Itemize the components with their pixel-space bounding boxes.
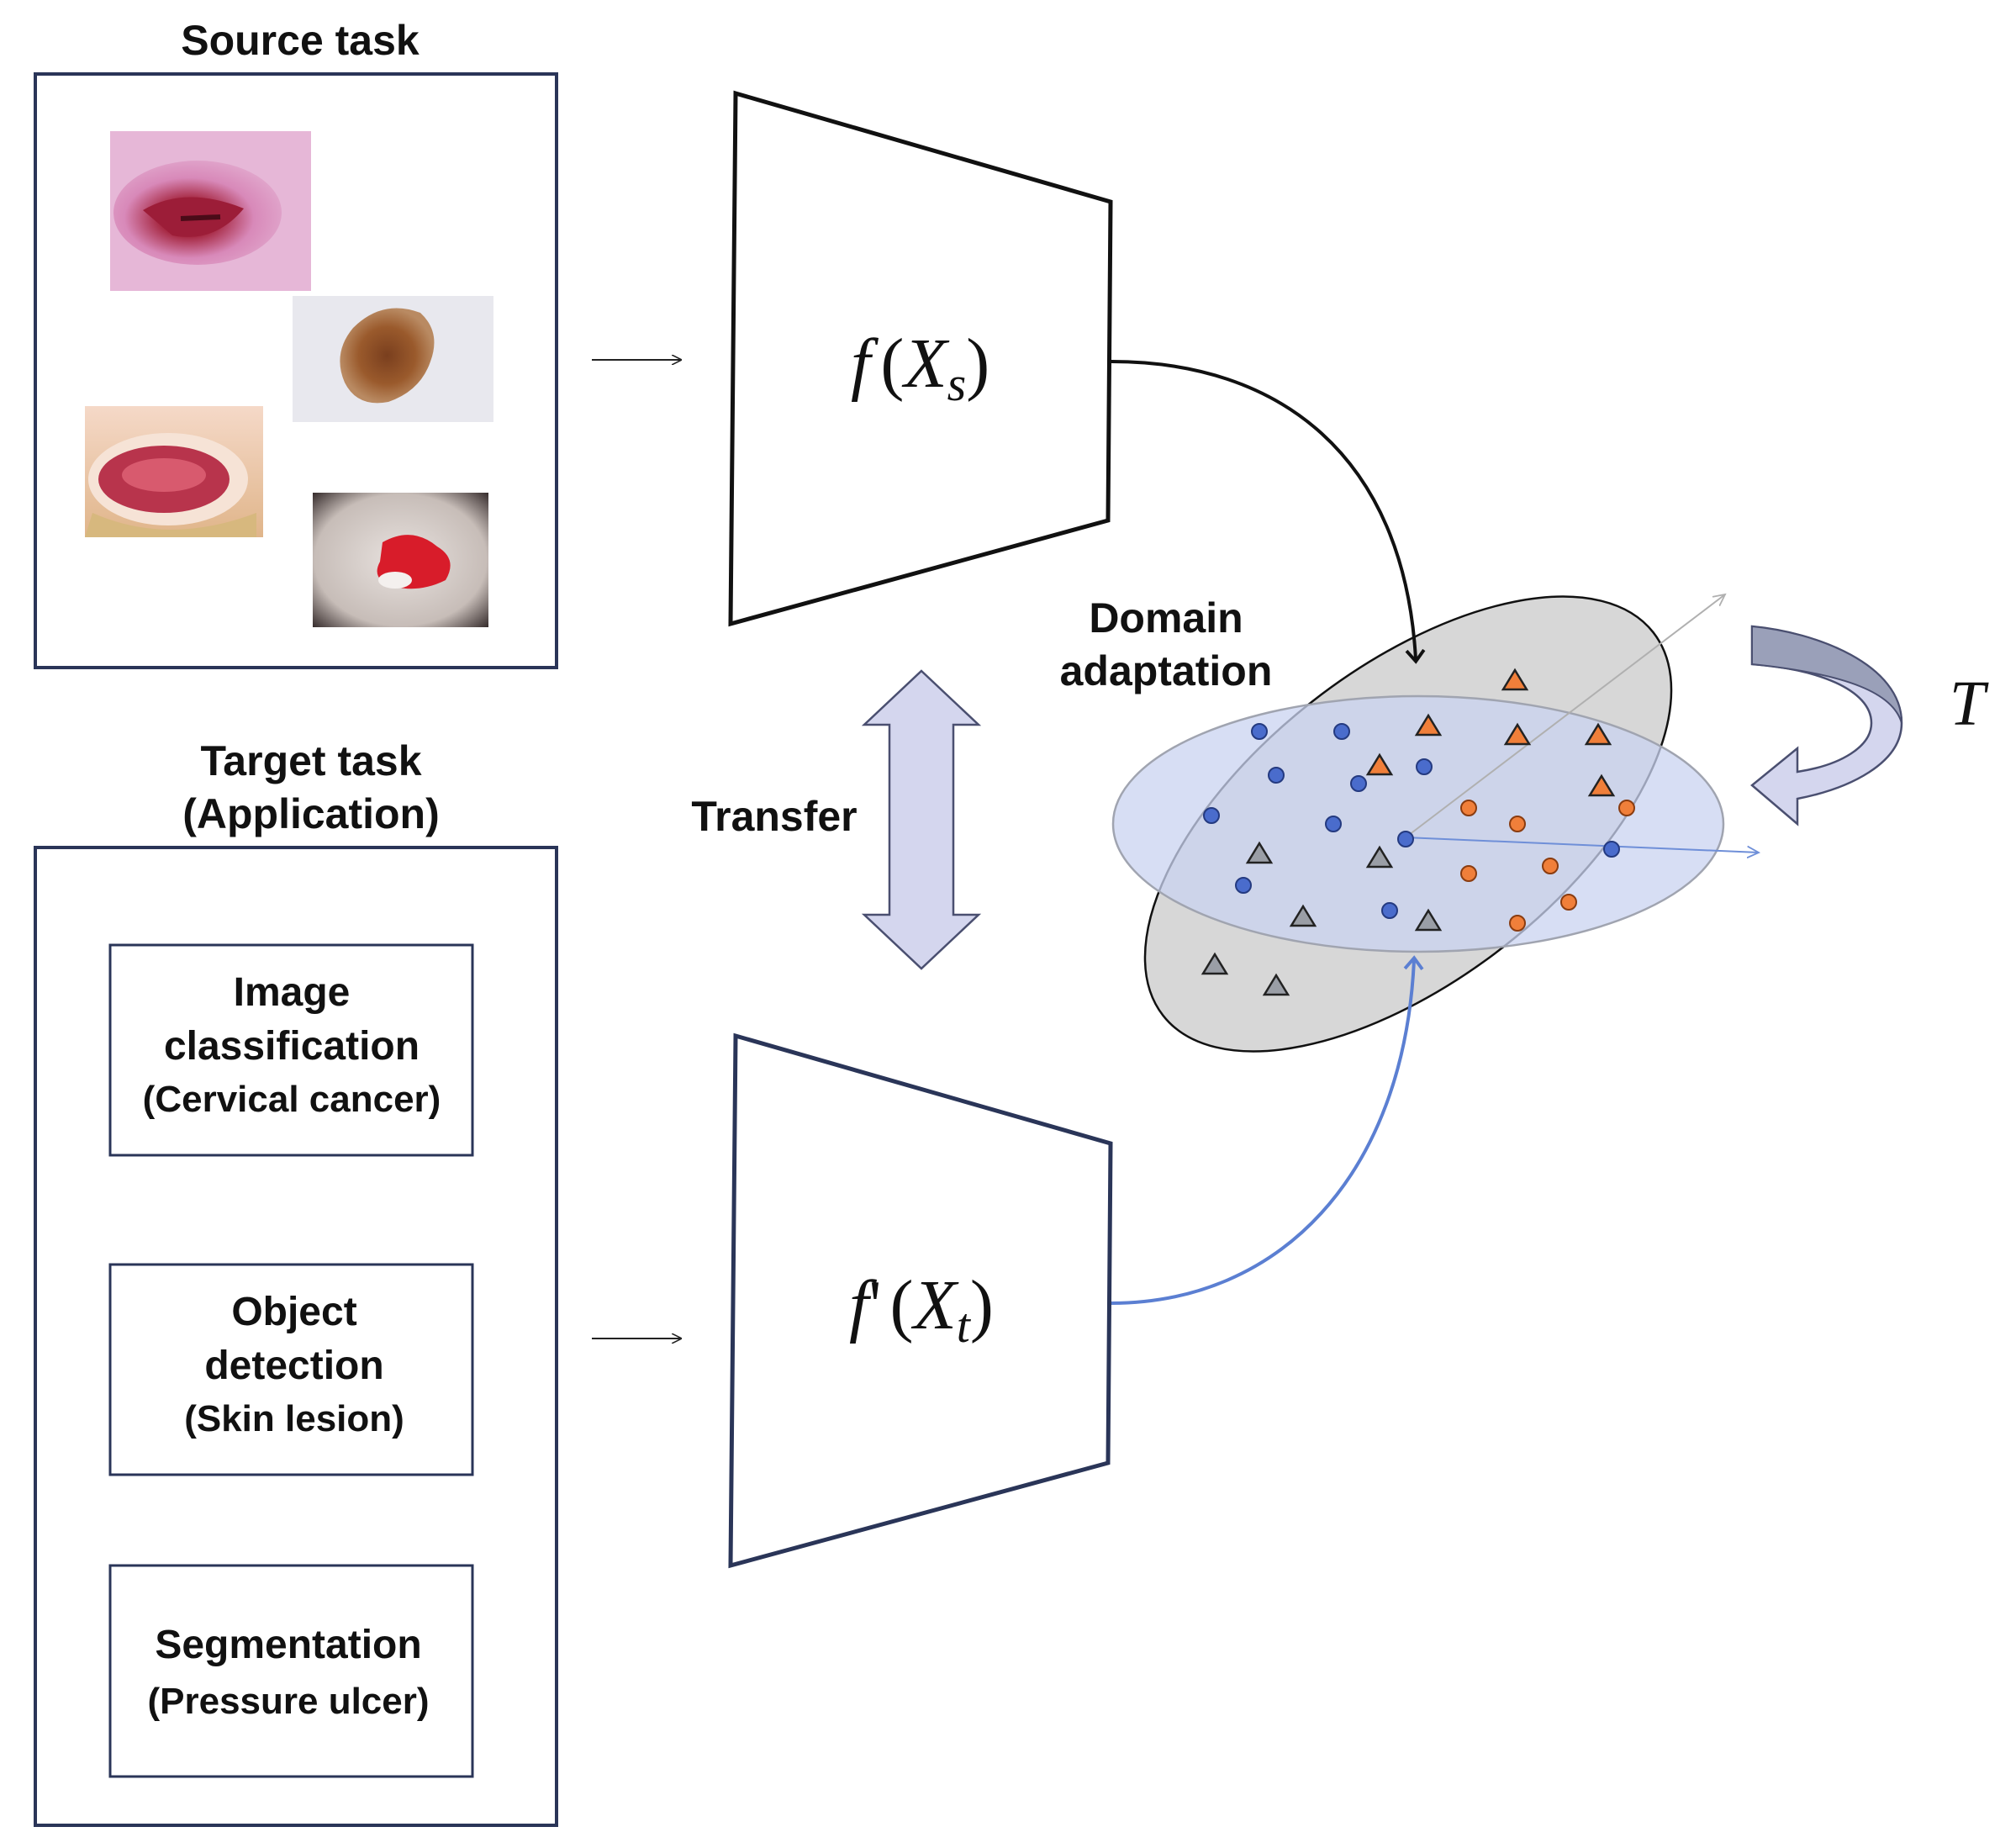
target-model-sub: t <box>957 1298 972 1353</box>
orange-point <box>1560 894 1577 911</box>
transfer-arrow <box>861 669 982 970</box>
orange-point <box>1460 800 1477 816</box>
source-model-var: X <box>901 325 950 403</box>
orange-point <box>1509 915 1526 932</box>
orange-triangle <box>1501 668 1529 691</box>
blue-point <box>1251 723 1268 740</box>
orange-triangles <box>1365 668 1616 797</box>
target-model <box>728 1032 1113 1569</box>
orange-triangle <box>1584 722 1612 746</box>
gray-triangles <box>1201 841 1443 996</box>
target-feature-arrow <box>1111 955 1424 1305</box>
source-task-panel <box>34 72 558 669</box>
task-box-classification-line1: Image <box>234 970 351 1015</box>
source-task-title: Source task <box>181 17 420 64</box>
task-box-detection: Object detection (Skin lesion) <box>108 1263 474 1476</box>
domain-adaptation-label-line2: adaptation <box>1060 647 1273 694</box>
blue-point <box>1397 831 1414 847</box>
orange-points <box>1460 800 1635 932</box>
orange-triangle <box>1587 774 1616 797</box>
transfer-label: Transfer <box>691 793 857 840</box>
task-box-segmentation-line1: Segmentation <box>155 1623 421 1667</box>
source-model <box>728 90 1113 627</box>
blue-point <box>1416 758 1433 775</box>
source-model-close: ) <box>966 325 989 403</box>
orange-point <box>1460 865 1477 882</box>
target-task-title: Target task <box>200 737 421 784</box>
blue-point <box>1381 902 1398 919</box>
gray-triangle <box>1245 841 1274 864</box>
task-box-detection-line2: detection <box>204 1344 383 1388</box>
target-domain-ellipse <box>1111 694 1725 953</box>
source-model-sub: s <box>947 356 967 411</box>
target-model-var: X <box>910 1266 959 1344</box>
gray-triangle <box>1365 845 1394 869</box>
blue-points <box>1203 723 1620 919</box>
blue-point <box>1333 723 1350 740</box>
rotation-arrow-shade <box>1751 625 1902 724</box>
pressure-ulcer-image <box>85 406 263 537</box>
orange-triangle <box>1503 722 1532 746</box>
target-task-panel <box>34 846 558 1827</box>
wound-image <box>313 493 488 627</box>
blue-point <box>1203 807 1220 824</box>
target-model-formula: f'(Xt) <box>849 1266 994 1353</box>
feature-axis-gray <box>1405 594 1725 838</box>
orange-point <box>1618 800 1635 816</box>
source-feature-arrow <box>1111 360 1426 664</box>
orange-triangle <box>1365 752 1394 776</box>
blue-point <box>1325 816 1342 832</box>
gray-triangle <box>1201 952 1229 975</box>
gray-triangle <box>1262 973 1290 996</box>
gray-triangle <box>1289 904 1317 927</box>
target-model-close: ) <box>970 1266 994 1344</box>
task-box-classification-line3: (Cervical cancer) <box>143 1079 441 1120</box>
task-box-classification: Image classification (Cervical cancer) <box>108 943 474 1157</box>
gray-triangle <box>1414 908 1443 932</box>
task-box-detection-line3: (Skin lesion) <box>184 1398 404 1439</box>
transform-label: T <box>1950 668 1989 739</box>
skin-lesion-image <box>293 296 493 422</box>
blue-point <box>1603 841 1620 858</box>
task-box-classification-line2: classification <box>164 1024 420 1069</box>
orange-point <box>1509 816 1526 832</box>
source-model-open: ( <box>880 325 904 403</box>
target-task-subtitle: (Application) <box>182 790 440 837</box>
blue-point <box>1268 767 1285 784</box>
feature-axis-blue <box>1405 837 1759 853</box>
blue-point <box>1350 775 1367 792</box>
blue-point <box>1235 877 1252 894</box>
target-model-open: ( <box>889 1266 913 1344</box>
cervix-image <box>110 131 311 291</box>
task-box-segmentation-line2: (Pressure ulcer) <box>147 1681 429 1722</box>
domain-adaptation-label-line1: Domain <box>1089 594 1243 642</box>
orange-point <box>1542 858 1559 874</box>
orange-triangle <box>1414 713 1443 737</box>
target-model-prime: ' <box>868 1266 881 1344</box>
task-box-detection-line1: Object <box>231 1290 356 1334</box>
task-box-segmentation: Segmentation (Pressure ulcer) <box>108 1564 474 1778</box>
